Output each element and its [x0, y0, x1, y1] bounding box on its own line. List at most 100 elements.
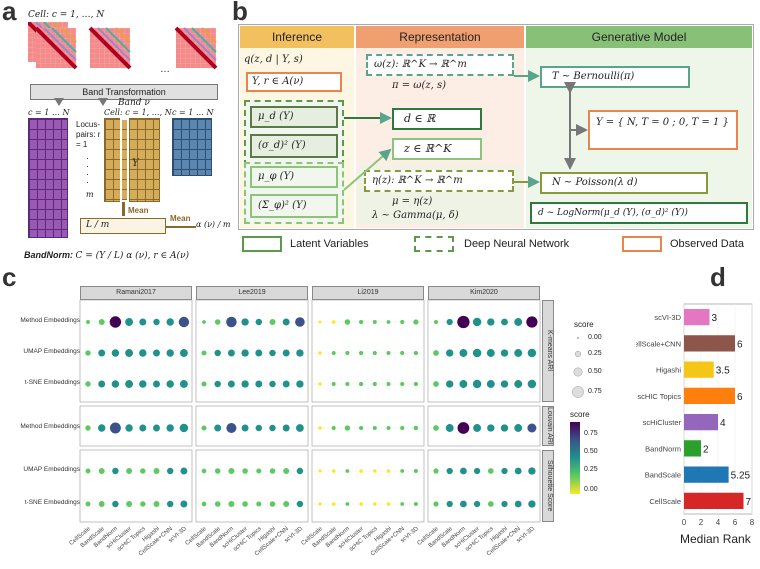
- score-dot: [400, 469, 405, 473]
- size-legend-2: 0.50: [588, 368, 602, 375]
- facet-strip-kmeans: K-means ARI: [542, 300, 554, 402]
- score-dot: [255, 349, 263, 357]
- score-dot: [500, 349, 509, 357]
- score-dot: [526, 316, 538, 328]
- score-dot: [125, 349, 134, 357]
- score-dot: [125, 380, 134, 388]
- panel-d: 02468scVI-3D3CellScale+CNN6Higashi3.5scH…: [629, 300, 760, 555]
- locus-dots: ····: [86, 153, 89, 187]
- score-dot: [282, 349, 290, 357]
- contact-maps: [28, 22, 218, 70]
- score-dot: [331, 320, 336, 324]
- score-dot: [153, 380, 160, 388]
- score-dot: [527, 423, 537, 433]
- score-dot: [125, 318, 134, 326]
- score-dot: [413, 350, 419, 356]
- panel-a: Cell: c = 1, …, N … Band Transformation …: [0, 0, 232, 270]
- score-dot: [86, 320, 90, 324]
- score-dot: [331, 425, 336, 431]
- alpha-fraction: α (ν) / m: [196, 220, 231, 229]
- value-label: 5.25: [731, 471, 751, 482]
- dot-grid: [79, 299, 541, 523]
- facet-panel: [311, 405, 425, 447]
- score-dot: [400, 350, 405, 356]
- facet-panel: [195, 405, 309, 447]
- score-dot: [111, 380, 120, 388]
- score-dot: [500, 380, 509, 388]
- value-label: 2: [703, 444, 709, 455]
- score-dot: [487, 468, 494, 474]
- x-tick-label: 6: [733, 518, 738, 527]
- band-label: Band ν: [118, 98, 150, 108]
- facet-panel: [195, 299, 309, 403]
- score-dot: [501, 500, 508, 508]
- mu-d-box: μ_d (Y): [250, 106, 338, 128]
- score-dot: [446, 380, 454, 388]
- legend-dnn-swatch: [414, 236, 454, 252]
- score-dot: [179, 349, 188, 357]
- color-legend-bar: [570, 422, 580, 494]
- panel-c: Ramani2017 Lee2019 Li2019 Kim2020 K-mean…: [0, 270, 640, 558]
- row-label-4: Method Embeddings: [20, 423, 80, 430]
- score-dot: [214, 501, 221, 507]
- score-dot: [386, 382, 391, 386]
- score-dot: [345, 502, 350, 506]
- omega-box: ω(z): ℝ^K → ℝ^m: [366, 54, 514, 76]
- score-dot: [269, 349, 276, 357]
- score-dot: [400, 425, 405, 431]
- category-label: scHiCluster: [643, 418, 682, 427]
- score-dot: [318, 320, 322, 324]
- score-dot: [345, 469, 350, 473]
- color-legend-3: 0.00: [584, 486, 598, 493]
- c-range-1: c = 1 … N: [28, 108, 70, 117]
- y-rcv-label: Y: [132, 158, 139, 169]
- score-dot: [359, 469, 363, 473]
- score-dot: [282, 424, 290, 432]
- score-dot: [153, 468, 160, 474]
- score-dot: [514, 467, 522, 475]
- score-dot: [331, 351, 336, 355]
- score-dot: [433, 381, 439, 387]
- score-dot: [85, 425, 91, 431]
- pi-equation: π = ω(z, s): [392, 80, 447, 91]
- score-dot: [413, 425, 419, 431]
- score-dot: [400, 381, 405, 387]
- yellow-band-matrix: [104, 118, 160, 202]
- score-dot: [433, 501, 439, 507]
- panel-letter-b: b: [232, 0, 248, 26]
- score-dot: [269, 424, 276, 432]
- bandnorm-formula: C = (Y / L) α (ν), r ∈ A(ν): [75, 251, 190, 261]
- score-dot: [472, 379, 482, 389]
- c-range-2: c = 1 … N: [172, 108, 214, 117]
- inference-header: Inference: [240, 26, 354, 48]
- score-dot: [112, 500, 119, 508]
- score-dot: [85, 381, 91, 387]
- value-label: 6: [737, 339, 743, 350]
- panel-letter-a: a: [2, 0, 17, 26]
- score-dot: [214, 424, 222, 432]
- arrow-down-icon: [54, 98, 64, 106]
- score-dot: [241, 380, 249, 388]
- score-dot: [226, 422, 237, 434]
- x-axis-title: Median Rank: [680, 532, 751, 546]
- score-dot: [166, 349, 174, 357]
- q-expression: q(z, d | Y, s): [244, 54, 303, 65]
- color-legend-0: 0.75: [584, 430, 598, 437]
- score-dot: [528, 500, 536, 508]
- facet-panel: [79, 449, 193, 523]
- score-dot: [112, 467, 119, 475]
- category-label: scHIC Topics: [637, 392, 681, 401]
- score-dot: [318, 426, 322, 430]
- category-label: BandScale: [645, 471, 681, 480]
- sigma-phi-box: (Σ_φ)² (Y): [250, 194, 338, 218]
- facet-panel: [311, 299, 425, 403]
- d-latent-box: d ∈ ℝ: [392, 108, 482, 130]
- score-dot: [228, 501, 235, 507]
- facet-panel: [427, 405, 541, 447]
- score-dot: [179, 380, 188, 388]
- color-legend-2: 0.25: [584, 466, 598, 473]
- score-dot: [180, 500, 188, 508]
- score-dot: [487, 501, 494, 507]
- score-dot: [487, 424, 495, 432]
- category-label: scVI-3D: [654, 313, 681, 322]
